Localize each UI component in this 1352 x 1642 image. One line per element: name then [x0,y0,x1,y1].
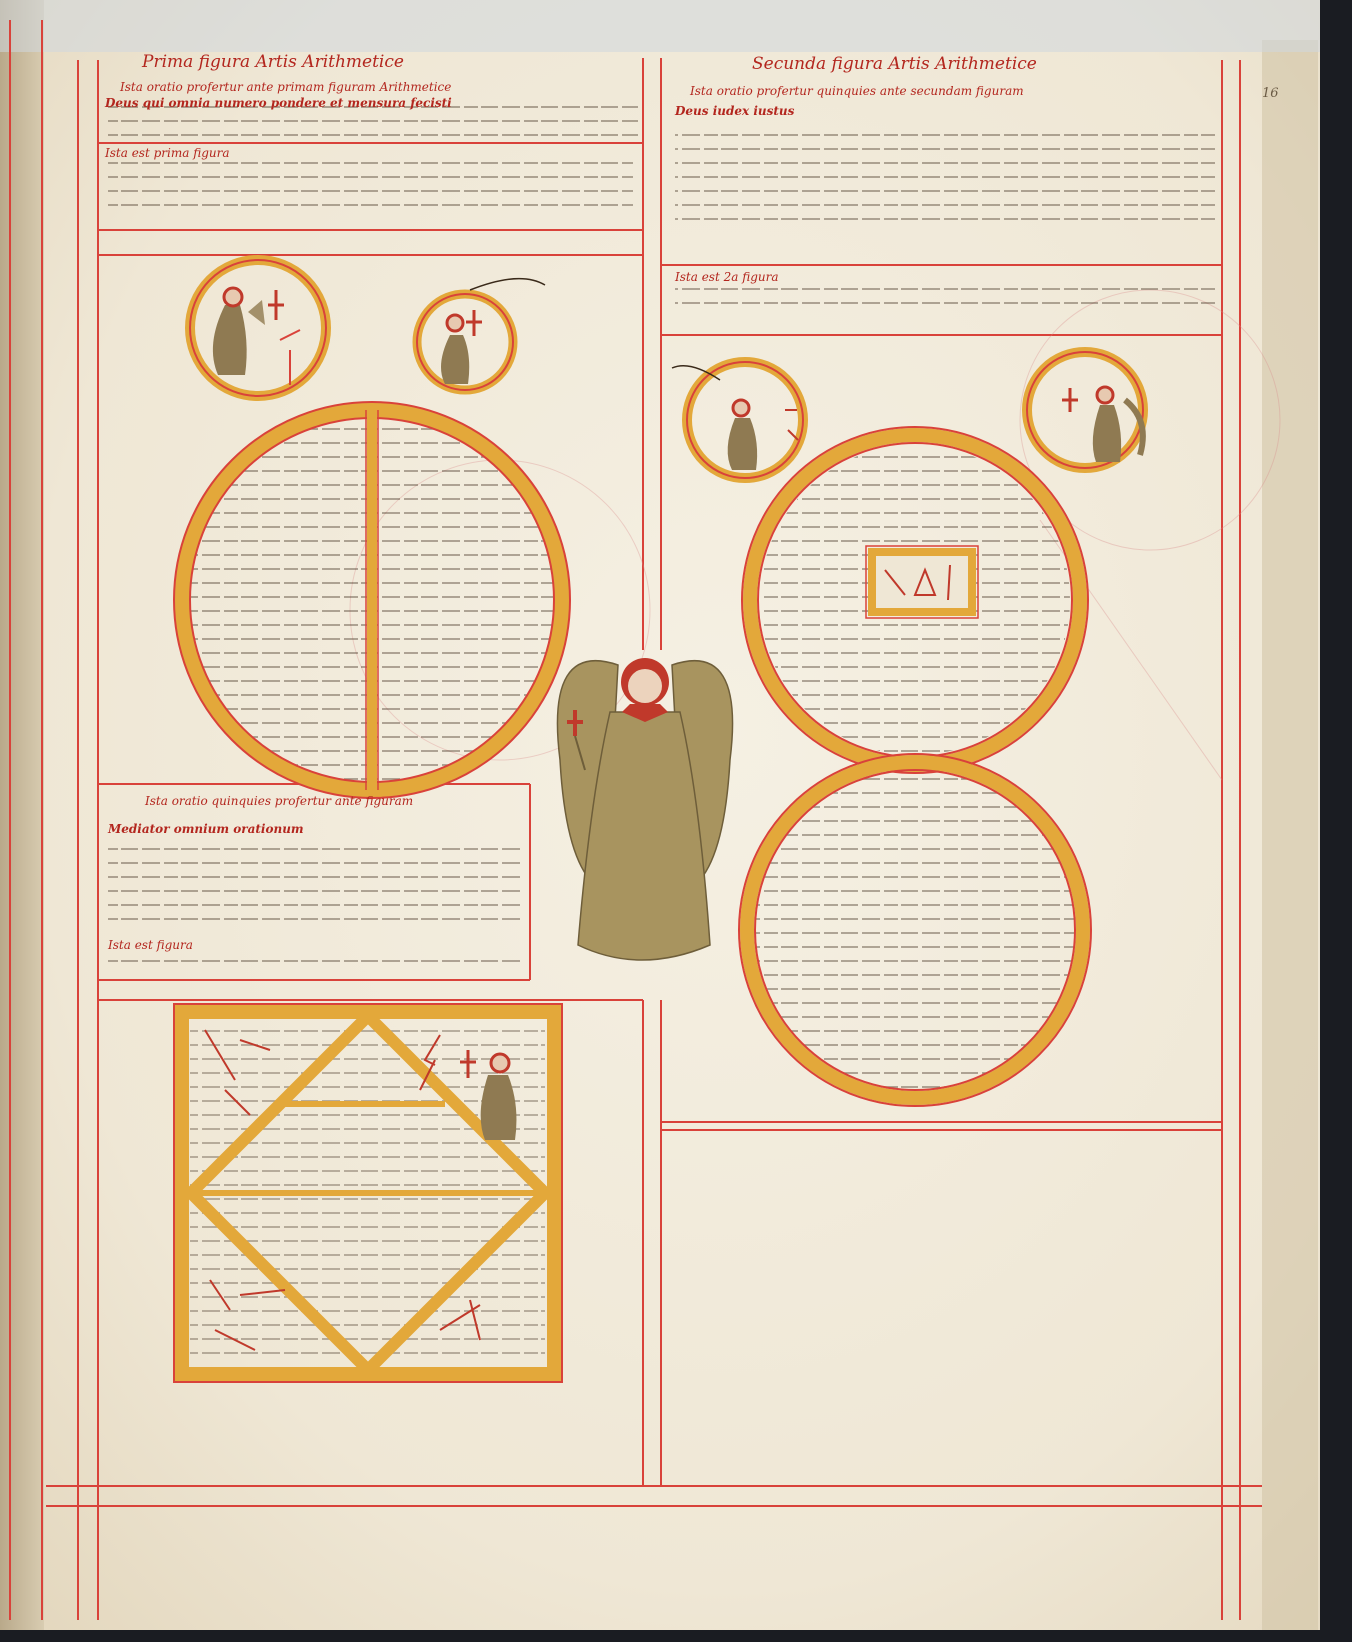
right-prayer-text: Deus iudex iustus [675,104,795,118]
left-prayer-2-text: Mediator omnium orationum [108,822,304,836]
left-prayer-1-text: Deus qui omnia numero pondere et mensura… [105,96,452,110]
left-rubric-3: Ista oratio quinquies profertur ante fig… [145,794,414,808]
left-prayer-2-incipit: Mediator omnium orationum [108,822,304,836]
right-heading: Secunda figura Artis Arithmetice [752,54,1037,74]
folio-number: 16 [1262,86,1279,101]
right-rubric-2: Ista est 2a figura [675,270,779,284]
left-prayer-1-incipit: Deus qui omnia numero pondere et mensura… [105,96,452,110]
left-rubric-4: Ista est figura [108,938,193,952]
right-prayer-incipit: Deus iudex iustus [675,104,794,118]
left-rubric-1: Ista oratio profertur ante primam figura… [120,80,452,94]
left-heading: Prima figura Artis Arithmetice [142,52,404,72]
left-rubric-2: Ista est prima figura [105,146,230,160]
right-rubric-1: Ista oratio profertur quinquies ante sec… [690,84,1024,98]
